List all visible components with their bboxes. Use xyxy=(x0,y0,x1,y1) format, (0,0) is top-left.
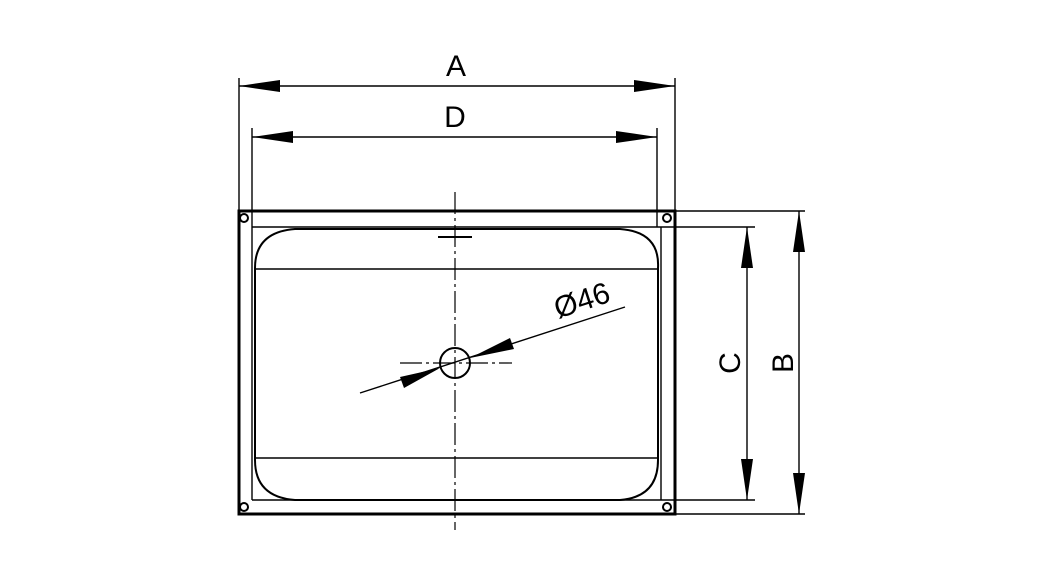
dimension-b-arrow-bottom xyxy=(793,473,805,514)
drain-arrow-left xyxy=(400,368,440,388)
dimension-b-arrow-top xyxy=(793,211,805,252)
dimension-a-arrow-left xyxy=(239,80,280,92)
dimension-b-label: B xyxy=(767,353,800,373)
outer-frame xyxy=(237,209,677,516)
dimension-c-label: C xyxy=(714,352,747,374)
mount-hole-top-left xyxy=(239,213,249,223)
dimension-a-arrow-right xyxy=(634,80,675,92)
drain-hole xyxy=(439,347,471,379)
basin-outline xyxy=(254,228,660,501)
dimension-c-arrow-bottom xyxy=(741,459,753,500)
drain-diameter-label: Ø46 xyxy=(550,277,614,326)
dimension-a-label: A xyxy=(446,50,466,83)
mount-hole-top-right xyxy=(662,213,672,223)
mount-hole-bottom-left xyxy=(239,502,249,512)
dimension-d-label: D xyxy=(444,101,466,134)
dimension-d-arrow-left xyxy=(252,131,293,143)
dimension-c-arrow-top xyxy=(741,227,753,268)
dimension-d-arrow-right xyxy=(616,131,657,143)
mount-hole-bottom-right xyxy=(662,502,672,512)
drain-arrow-right xyxy=(470,338,514,358)
